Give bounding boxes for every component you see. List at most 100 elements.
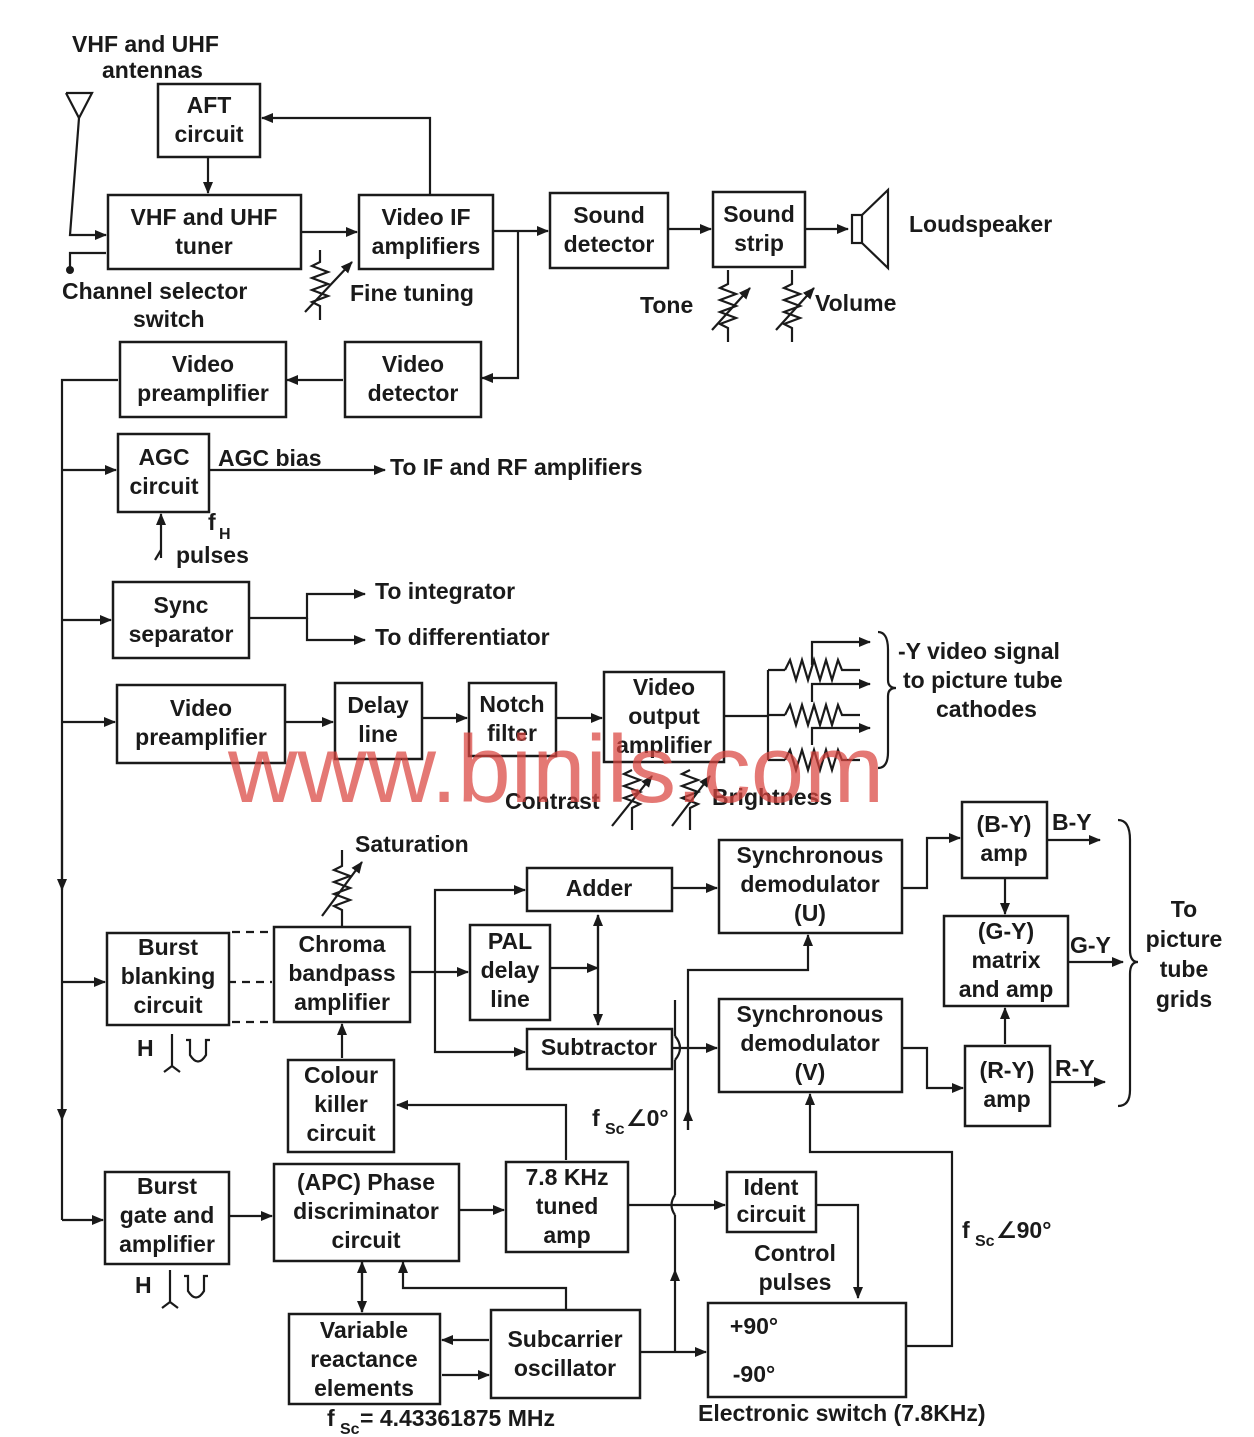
tone-label: Tone bbox=[640, 292, 693, 318]
saturation-label: Saturation bbox=[355, 831, 469, 857]
r-y-label: R-Y bbox=[1055, 1055, 1095, 1081]
variable-resistor-icons bbox=[304, 250, 815, 926]
agc-bias-label: AGC bias bbox=[218, 445, 322, 471]
h-label-1: H bbox=[137, 1035, 154, 1061]
contrast-label: Contrast bbox=[505, 788, 600, 814]
subtractor-block: Subtractor bbox=[525, 1027, 674, 1071]
contrast-resistor-icon bbox=[611, 769, 653, 830]
watermark: www.binils.com bbox=[227, 716, 884, 823]
fine-tuning-label: Fine tuning bbox=[350, 280, 474, 306]
volume-label: Volume bbox=[815, 290, 896, 316]
b-y-amp-block: (B-Y)amp bbox=[960, 800, 1049, 880]
fine-tuning-resistor-icon bbox=[304, 250, 353, 320]
electronic-switch-block: +90° -90° bbox=[706, 1301, 908, 1399]
loudspeaker-label: Loudspeaker bbox=[909, 211, 1052, 237]
svg-text:-90°: -90° bbox=[733, 1361, 775, 1387]
saturation-resistor-icon bbox=[321, 850, 363, 926]
svg-text:(R-Y)amp: (R-Y)amp bbox=[980, 1057, 1035, 1112]
adder-block: Adder bbox=[525, 866, 674, 913]
g-y-label: G-Y bbox=[1070, 932, 1111, 958]
svg-text:Subtractor: Subtractor bbox=[541, 1034, 657, 1060]
b-y-label: B-Y bbox=[1052, 809, 1092, 835]
brightness-label: Brightness bbox=[712, 784, 832, 810]
svg-text:+90°: +90° bbox=[730, 1313, 778, 1339]
volume-resistor-icon bbox=[775, 270, 815, 342]
to-if-rf-label: To IF and RF amplifiers bbox=[390, 454, 643, 480]
svg-text:Adder: Adder bbox=[566, 875, 633, 901]
brightness-resistor-icon bbox=[671, 769, 711, 830]
h-label-2: H bbox=[135, 1272, 152, 1298]
svg-text:(B-Y)amp: (B-Y)amp bbox=[977, 811, 1032, 866]
electronic-switch-label: Electronic switch (7.8KHz) bbox=[698, 1400, 986, 1426]
r-y-amp-block: (R-Y)amp bbox=[963, 1044, 1052, 1128]
to-integrator-label: To integrator bbox=[375, 578, 515, 604]
tone-resistor-icon bbox=[711, 270, 751, 342]
to-differentiator-label: To differentiator bbox=[375, 624, 550, 650]
